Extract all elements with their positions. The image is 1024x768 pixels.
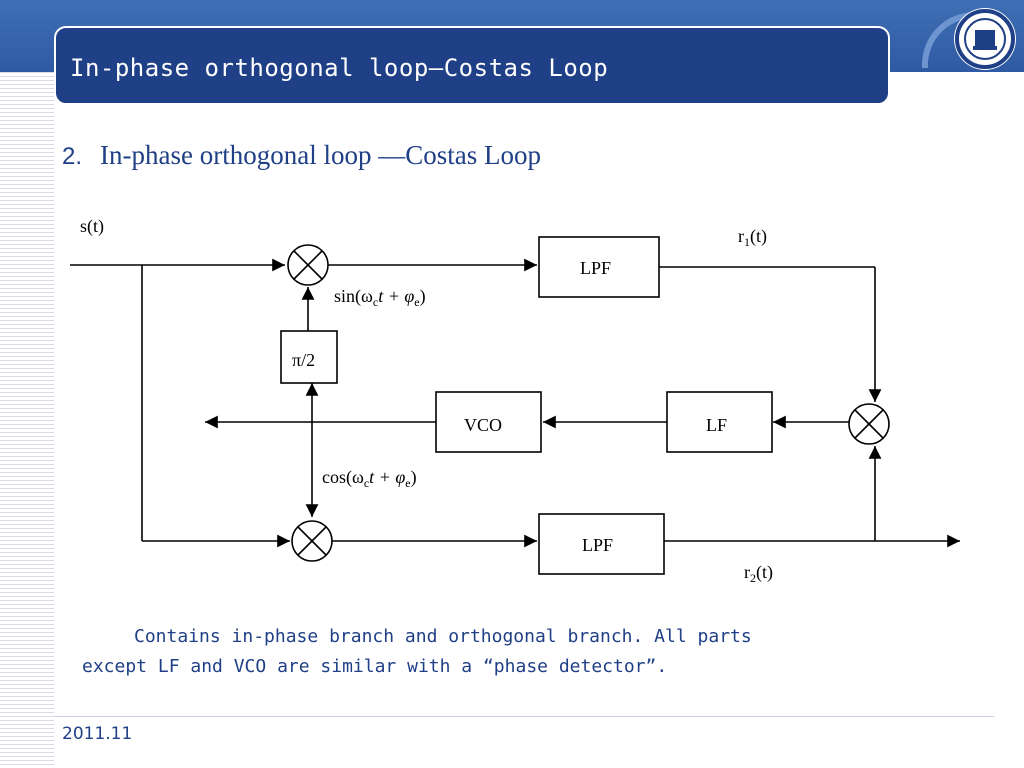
lpf-bottom-box — [538, 513, 665, 575]
top-multiplier — [287, 244, 329, 286]
description-line-2: except LF and VCO are similar with a “ph… — [82, 656, 668, 677]
university-logo — [954, 8, 1016, 70]
section-number: 2. — [62, 143, 83, 170]
r1-label: r1(t) — [738, 226, 767, 249]
phase-shift-label: π/2 — [292, 350, 315, 370]
input-label: s(t) — [80, 216, 104, 237]
university-seal-icon — [955, 9, 1015, 69]
lpf-top-label: LPF — [580, 258, 611, 278]
footer-divider — [54, 716, 994, 717]
section-heading: 2. In-phase orthogonal loop —Costas Loop — [62, 140, 541, 171]
right-multiplier — [848, 403, 890, 445]
title-box: In-phase orthogonal loop—Costas Loop — [54, 26, 890, 105]
footer-date: 2011.11 — [62, 724, 133, 744]
phase-shift-box — [280, 330, 338, 384]
lf-label: LF — [706, 415, 727, 435]
bottom-multiplier — [291, 520, 333, 562]
section-heading-text: In-phase orthogonal loop —Costas Loop — [100, 140, 541, 170]
description-text: Contains in-phase branch and orthogonal … — [82, 622, 982, 682]
cos-label: cos(ωct + φe) — [322, 467, 417, 490]
sin-label: sin(ωct + φe) — [334, 286, 426, 309]
description-line-1: Contains in-phase branch and orthogonal … — [134, 626, 752, 647]
r2-label: r2(t) — [744, 562, 773, 585]
vco-label: VCO — [464, 415, 502, 435]
costas-loop-diagram: s(t) LPF LPF π/2 VCO LF r1(t) r2(t) sin(… — [70, 216, 960, 585]
left-stripe-decoration — [0, 72, 54, 768]
lpf-bottom-label: LPF — [582, 535, 613, 555]
page-title: In-phase orthogonal loop—Costas Loop — [70, 54, 609, 82]
